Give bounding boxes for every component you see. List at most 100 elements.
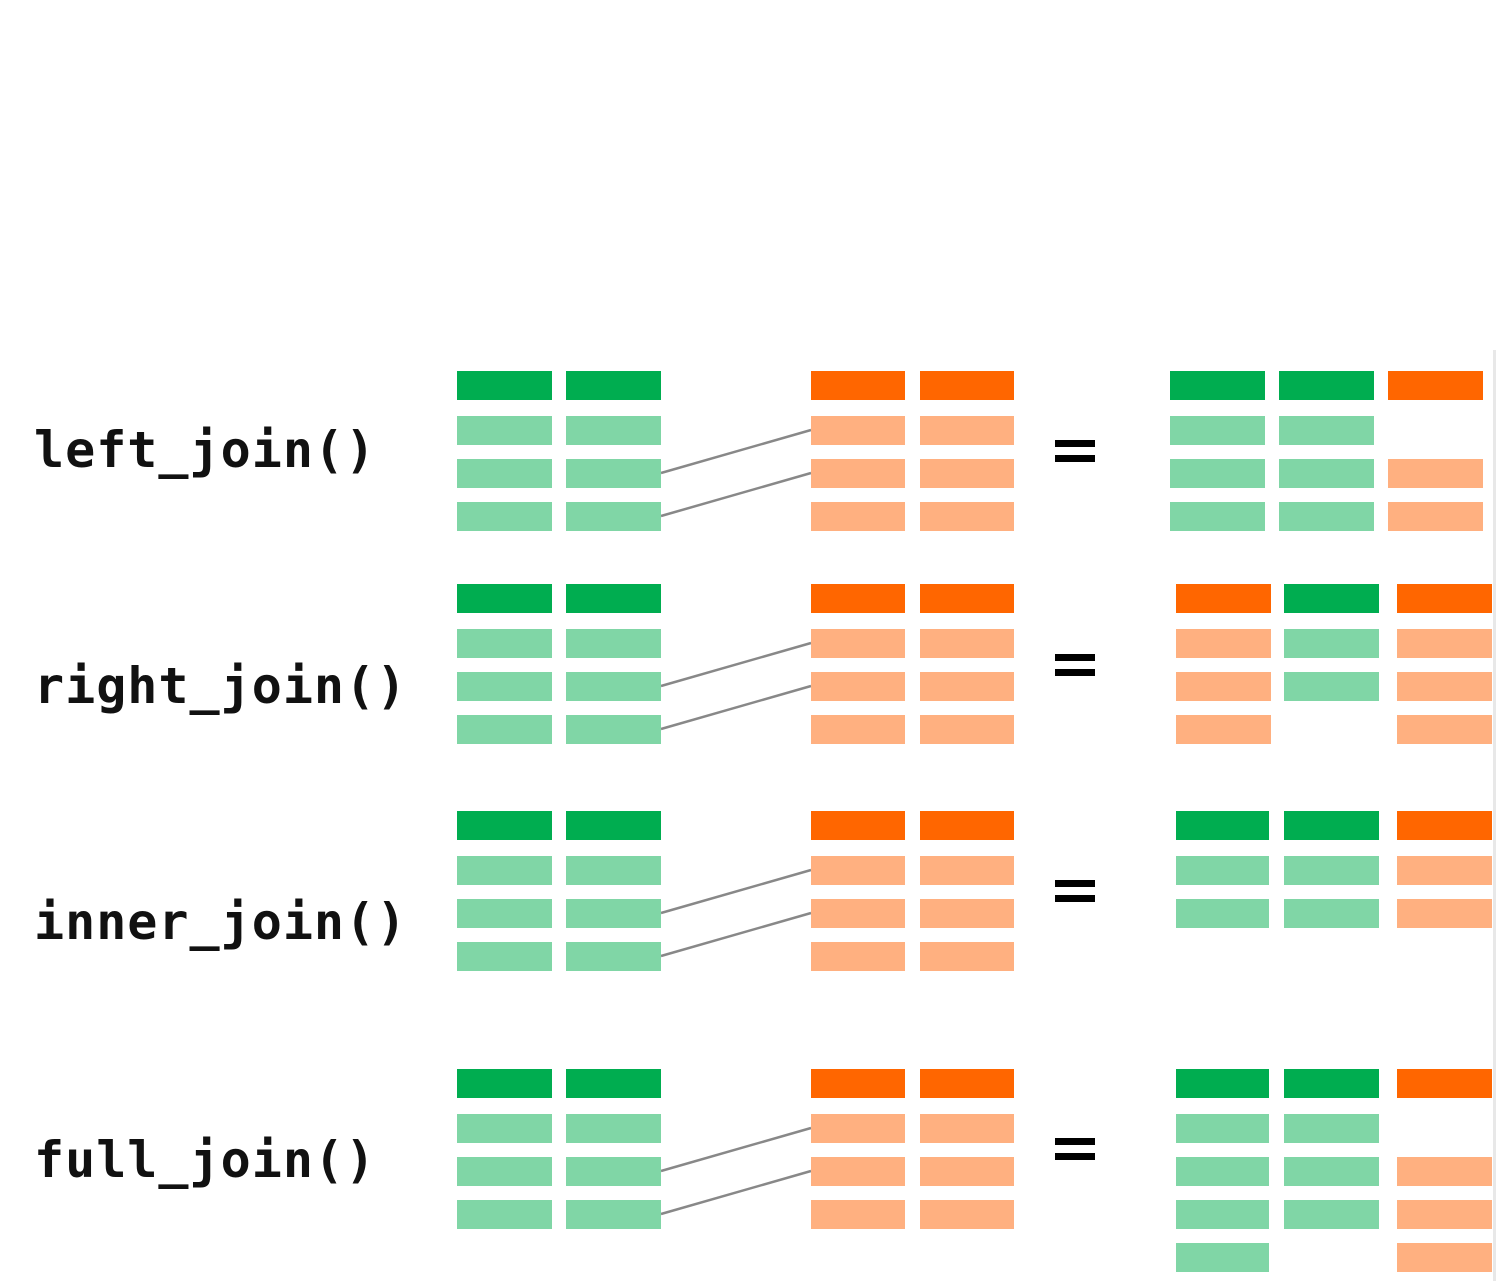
right-join-right-table-row-cell <box>920 715 1014 744</box>
full-join-result-row-cell <box>1284 1200 1379 1229</box>
inner-join-right-table-row-cell <box>920 856 1014 885</box>
inner-join-result-row-cell <box>1176 856 1269 885</box>
inner-join-result-header-cell <box>1397 811 1492 840</box>
inner-join-result-header-cell <box>1176 811 1269 840</box>
left-join-result-row-cell <box>1170 502 1265 531</box>
full-join-right-table-row-cell <box>920 1114 1014 1143</box>
inner-join-left-table-row-cell <box>457 942 552 971</box>
full-join-result-row-cell <box>1397 1200 1492 1229</box>
full-join-result-header-cell <box>1284 1069 1379 1098</box>
left-join-result-header-cell <box>1279 371 1374 400</box>
inner-join-link-line <box>660 911 812 958</box>
full-join-right-table-header-cell <box>920 1069 1014 1098</box>
full-join-result-row-cell <box>1176 1200 1269 1229</box>
full-join-left-table-row-cell <box>566 1200 661 1229</box>
right-join-right-table-header-cell <box>920 584 1014 613</box>
label-inner-join: inner_join() <box>34 893 408 951</box>
left-join-right-table-header-cell <box>920 371 1014 400</box>
inner-join-right-table-row-cell <box>811 856 905 885</box>
inner-join-result-row-cell <box>1397 899 1492 928</box>
inner-join-right-table-row-cell <box>811 942 905 971</box>
right-join-result-row-cell <box>1284 629 1379 658</box>
left-join-result-row-cell <box>1279 416 1374 445</box>
right-join-right-table-row-cell <box>920 629 1014 658</box>
full-join-right-table-row-cell <box>811 1200 905 1229</box>
right-join-right-table-row-cell <box>811 715 905 744</box>
left-join-left-table-row-cell <box>457 416 552 445</box>
inner-join-right-table-row-cell <box>920 942 1014 971</box>
label-full-join: full_join() <box>34 1131 377 1189</box>
left-join-link-line <box>660 471 812 518</box>
left-join-left-table-row-cell <box>566 502 661 531</box>
full-join-left-table-row-cell <box>457 1114 552 1143</box>
label-left-join: left_join() <box>34 421 377 479</box>
right-join-left-table-row-cell <box>566 629 661 658</box>
full-join-link-line <box>660 1169 812 1216</box>
right-join-result-row-cell <box>1397 715 1492 744</box>
left-join-result-row-cell <box>1279 459 1374 488</box>
left-join-result-row-cell <box>1279 502 1374 531</box>
full-join-right-table-row-cell <box>811 1114 905 1143</box>
right-join-result-header-cell <box>1397 584 1492 613</box>
right-join-link-line <box>660 684 812 731</box>
right-join-left-table-row-cell <box>457 629 552 658</box>
full-join-result-header-cell <box>1176 1069 1269 1098</box>
left-join-right-table-row-cell <box>920 502 1014 531</box>
inner-join-left-table-row-cell <box>566 899 661 928</box>
inner-join-left-table-header-cell <box>457 811 552 840</box>
full-join-result-row-cell <box>1176 1157 1269 1186</box>
left-join-result-header-cell <box>1388 371 1483 400</box>
right-join-right-table-row-cell <box>920 672 1014 701</box>
left-join-left-table-header-cell <box>566 371 661 400</box>
full-join-result-row-cell <box>1284 1157 1379 1186</box>
right-join-result-row-cell <box>1397 629 1492 658</box>
right-join-right-table-row-cell <box>811 629 905 658</box>
equals-sign-left-join <box>1055 440 1095 462</box>
left-join-right-table-row-cell <box>920 416 1014 445</box>
full-join-result-header-cell <box>1397 1069 1492 1098</box>
full-join-left-table-header-cell <box>457 1069 552 1098</box>
left-join-right-table-row-cell <box>811 502 905 531</box>
frame-edge <box>1493 350 1496 1281</box>
right-join-result-header-cell <box>1284 584 1379 613</box>
inner-join-result-row-cell <box>1284 899 1379 928</box>
left-join-left-table-row-cell <box>566 416 661 445</box>
left-join-right-table-row-cell <box>811 459 905 488</box>
full-join-right-table-row-cell <box>811 1157 905 1186</box>
equals-sign-full-join <box>1055 1138 1095 1160</box>
left-join-result-row-cell <box>1388 459 1483 488</box>
equals-sign-inner-join <box>1055 880 1095 902</box>
left-join-result-row-cell <box>1170 459 1265 488</box>
full-join-result-row-cell <box>1176 1114 1269 1143</box>
left-join-left-table-header-cell <box>457 371 552 400</box>
left-join-left-table-row-cell <box>566 459 661 488</box>
left-join-result-row-cell <box>1170 416 1265 445</box>
right-join-left-table-header-cell <box>457 584 552 613</box>
right-join-left-table-row-cell <box>566 715 661 744</box>
inner-join-left-table-row-cell <box>457 856 552 885</box>
right-join-result-row-cell <box>1176 672 1271 701</box>
right-join-result-row-cell <box>1284 672 1379 701</box>
full-join-right-table-row-cell <box>920 1200 1014 1229</box>
full-join-result-row-cell <box>1176 1243 1269 1272</box>
inner-join-result-row-cell <box>1397 856 1492 885</box>
right-join-left-table-row-cell <box>457 715 552 744</box>
right-join-link-line <box>660 641 812 688</box>
right-join-left-table-header-cell <box>566 584 661 613</box>
full-join-left-table-row-cell <box>566 1114 661 1143</box>
right-join-result-row-cell <box>1176 629 1271 658</box>
inner-join-result-row-cell <box>1284 856 1379 885</box>
inner-join-left-table-row-cell <box>457 899 552 928</box>
full-join-left-table-row-cell <box>457 1157 552 1186</box>
inner-join-right-table-row-cell <box>811 899 905 928</box>
inner-join-right-table-header-cell <box>920 811 1014 840</box>
inner-join-right-table-header-cell <box>811 811 905 840</box>
label-right-join: right_join() <box>34 657 408 715</box>
inner-join-left-table-row-cell <box>566 942 661 971</box>
left-join-result-header-cell <box>1170 371 1265 400</box>
full-join-left-table-row-cell <box>566 1157 661 1186</box>
right-join-left-table-row-cell <box>566 672 661 701</box>
inner-join-left-table-header-cell <box>566 811 661 840</box>
inner-join-right-table-row-cell <box>920 899 1014 928</box>
